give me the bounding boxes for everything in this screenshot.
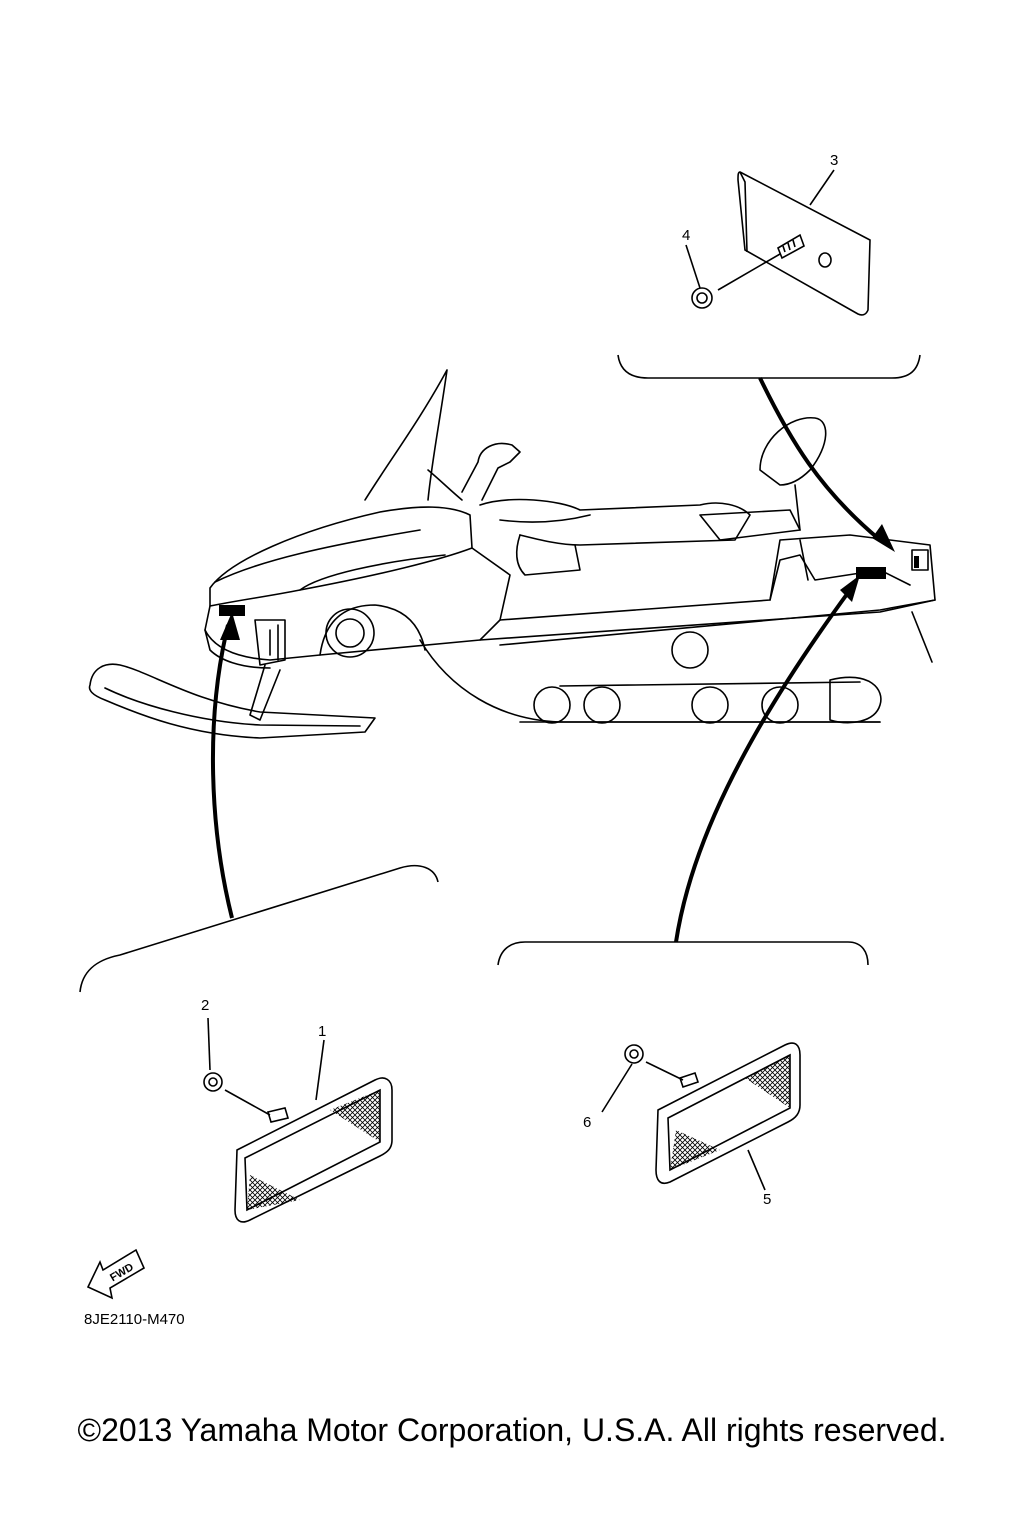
detail-inset-side-reflector	[497, 575, 869, 1191]
detail-inset-front-reflector	[79, 612, 439, 1300]
callout-2: 2	[201, 997, 209, 1014]
callout-1: 1	[318, 1023, 326, 1040]
callout-6: 6	[583, 1114, 591, 1131]
snowmobile-illustration	[88, 369, 936, 739]
detail-inset-rear-reflector	[617, 169, 921, 552]
copyright-notice: ©2013 Yamaha Motor Corporation, U.S.A. A…	[77, 1412, 947, 1448]
parts-diagram: 3 4 2 1 6 5 FWD 8JE2110-M470	[79, 152, 936, 1328]
callout-4: 4	[682, 227, 690, 244]
part-code: 8JE2110-M470	[84, 1311, 185, 1328]
callout-3: 3	[830, 152, 838, 169]
callout-5: 5	[763, 1191, 771, 1208]
fwd-arrow-icon	[86, 1248, 146, 1300]
